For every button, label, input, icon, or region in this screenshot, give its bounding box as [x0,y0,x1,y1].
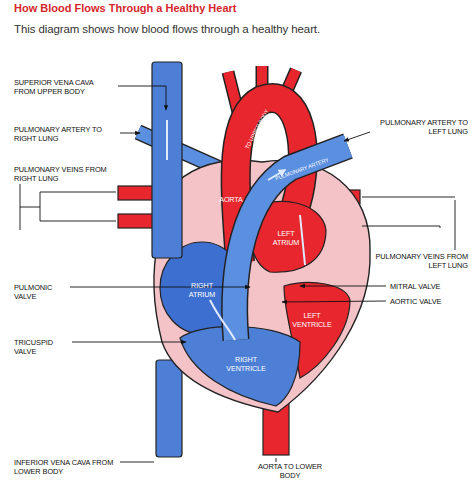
leader-lines [20,86,455,462]
subtitle: This diagram shows how blood flows throu… [14,22,454,36]
callout-label: TRICUSPID VALVE [14,338,76,356]
callout-label: INFERIOR VENA CAVA FROM LOWER BODY [14,458,124,476]
callout-label: PULMONARY VEINS FROM LEFT LUNG [362,252,468,270]
part-label: LEFT ATRIUM [266,230,306,247]
callout-label: AORTIC VALVE [390,297,460,306]
flow-arrow [167,120,305,340]
callout-label: MITRAL VALVE [390,282,460,291]
callout-label: AORTA TO LOWER BODY [250,462,330,480]
vessel-outline [235,146,348,340]
inferior-vena-cava [156,360,182,457]
title: How Blood Flows Through a Healthy Heart [14,2,236,14]
part-label: AORTA [216,196,246,205]
part-label: RIGHT VENTRICLE [216,356,276,373]
part-label: RIGHT ATRIUM [180,282,224,299]
callout-label: PULMONARY VEINS FROM RIGHT LUNG [14,165,124,183]
callout-label: PULMONARY ARTERY TO LEFT LUNG [372,118,468,136]
pulmonary-artery [235,146,348,340]
callout-label: PULMONIC VALVE [14,283,74,301]
part-label: LEFT VENTRICLE [292,312,332,329]
callout-label: SUPERIOR VENA CAVA FROM UPPER BODY [14,78,114,96]
callout-label: PULMONARY ARTERY TO RIGHT LUNG [14,125,119,143]
